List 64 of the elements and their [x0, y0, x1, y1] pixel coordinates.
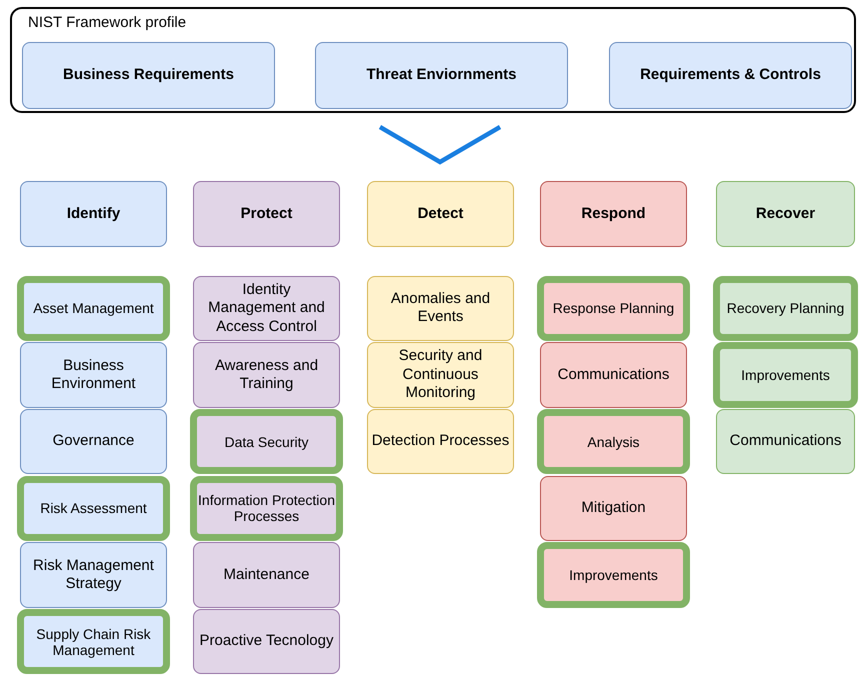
category-box: [537, 542, 690, 608]
box-label: Threat Enviornments: [365, 66, 518, 85]
profile-box: [609, 42, 852, 109]
header-label: Identify: [66, 204, 122, 224]
box-label: Detection Processes: [370, 432, 510, 451]
category-box: [367, 409, 514, 474]
box-label: Response Planning: [552, 300, 674, 316]
profile-box: [22, 42, 275, 109]
box-label: Mitigation: [580, 499, 647, 518]
category-box: [193, 342, 340, 408]
category-box: [716, 409, 855, 474]
category-box: [193, 276, 340, 341]
function-header: [716, 181, 855, 247]
header-label: Recover: [754, 204, 816, 224]
function-header: [540, 181, 687, 247]
function-header: [20, 181, 167, 247]
category-box: [17, 609, 170, 674]
category-box: [190, 409, 343, 474]
category-box: [713, 342, 858, 408]
header-label: Detect: [416, 204, 464, 224]
box-label: Analysis: [587, 434, 640, 450]
category-box: [190, 476, 343, 541]
box-label: Security and Continuous Monitoring: [398, 347, 484, 403]
box-label: Recovery Planning: [726, 300, 844, 316]
box-label: Business Environment: [50, 356, 137, 394]
category-box: [537, 276, 690, 341]
box-label: Asset Management: [33, 300, 154, 316]
header-label: Protect: [240, 204, 294, 224]
box-label: Improvements: [569, 567, 658, 584]
box-label: Proactive Tecnology: [198, 632, 334, 651]
box-label: Maintenance: [222, 566, 310, 584]
category-box: [540, 342, 687, 408]
function-header: [367, 181, 514, 247]
box-label: Data Security: [224, 434, 309, 450]
box-label: Communications: [556, 366, 670, 384]
category-box: [20, 409, 167, 474]
header-label: Respond: [580, 204, 647, 224]
profile-box: [315, 42, 568, 109]
category-box: [540, 476, 687, 541]
category-box: [367, 276, 514, 341]
box-label: Identity Management and Access Control: [207, 280, 326, 336]
frame-title: NIST Framework profile: [28, 14, 186, 32]
category-box: [17, 476, 170, 541]
category-box: [20, 542, 167, 608]
category-box: [193, 542, 340, 608]
box-label: Communications: [728, 432, 842, 451]
category-box: [537, 409, 690, 474]
category-box: [17, 276, 170, 341]
category-box: [193, 609, 340, 674]
box-label: Anomalies and Events: [390, 290, 492, 327]
function-header: [193, 181, 340, 247]
category-box: [713, 276, 858, 341]
box-label: Information Protection Processes: [197, 492, 336, 524]
box-label: Risk Assessment: [40, 500, 147, 516]
box-label: Requirements & Controls: [639, 66, 822, 85]
box-label: Improvements: [741, 367, 830, 384]
box-label: Awareness and Training: [214, 356, 320, 394]
profile-frame: [10, 7, 856, 113]
category-box: [367, 342, 514, 408]
box-label: Governance: [52, 432, 136, 451]
box-label: Risk Management Strategy: [32, 556, 155, 594]
box-label: Supply Chain Risk Management: [35, 626, 152, 658]
category-box: [20, 342, 167, 408]
box-label: Business Requirements: [62, 66, 235, 85]
